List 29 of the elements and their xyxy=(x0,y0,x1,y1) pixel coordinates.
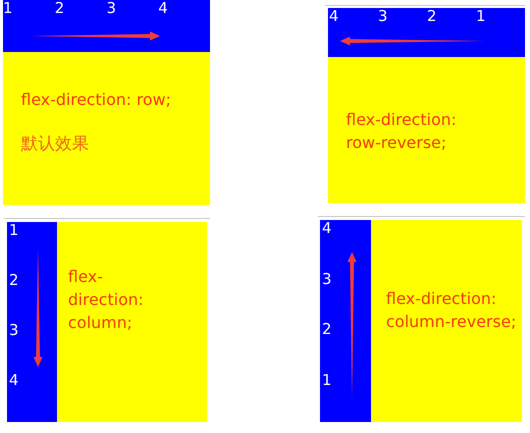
css-declaration: flex-direction: column; xyxy=(68,266,145,334)
css-declaration: flex-direction: row; xyxy=(21,89,172,111)
demo-panel xyxy=(3,0,210,205)
demo-panel xyxy=(7,222,207,422)
flex-item-number: 4 xyxy=(8,372,19,391)
flex-item-number: 2 xyxy=(8,272,19,291)
flex-item-number: 1 xyxy=(8,222,19,241)
flex-container xyxy=(328,8,525,57)
flex-container xyxy=(320,220,371,422)
css-declaration: flex-direction: row-reverse; xyxy=(346,109,458,154)
flex-item-number: 1 xyxy=(3,0,14,17)
flex-item-number: 3 xyxy=(106,0,118,17)
demo-panel xyxy=(328,8,525,203)
flex-container xyxy=(3,0,210,52)
flex-item-number: 4 xyxy=(328,8,340,25)
flex-container xyxy=(7,222,57,422)
flex-item-number: 1 xyxy=(321,372,332,390)
flex-item-number: 4 xyxy=(321,220,332,239)
flex-item-number: 2 xyxy=(321,321,332,340)
flex-item-number: 2 xyxy=(54,0,66,17)
flex-item-number: 2 xyxy=(426,8,438,25)
demo-panel xyxy=(320,220,522,422)
css-declaration: flex-direction: column-reverse; xyxy=(386,288,518,333)
flex-item-number: 4 xyxy=(158,0,169,17)
flex-item-number: 3 xyxy=(321,270,332,290)
flex-item-number: 3 xyxy=(377,8,389,25)
flex-item-number: 3 xyxy=(8,322,19,341)
note-text: 默认效果 xyxy=(21,133,90,155)
flex-item-number: 1 xyxy=(475,8,487,25)
